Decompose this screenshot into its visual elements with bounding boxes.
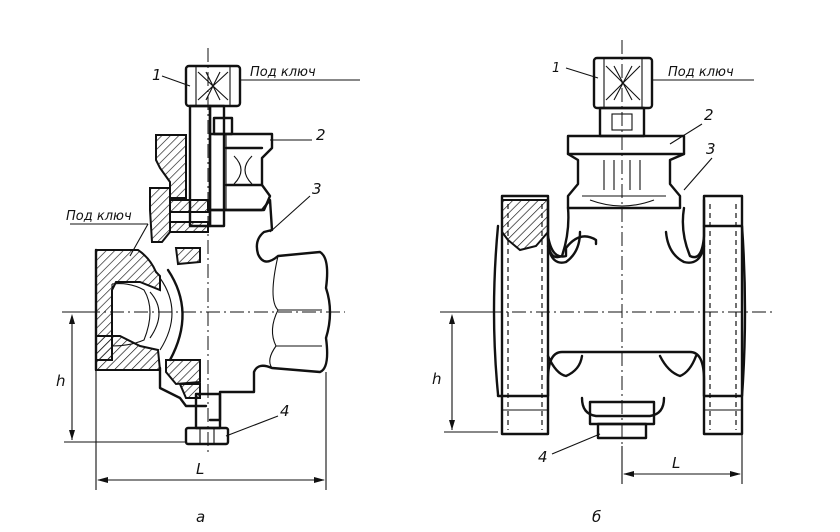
view-b-dimension-h [444, 311, 498, 433]
view-b-right-flange [702, 194, 744, 436]
view-a-label-2: 2 [316, 126, 326, 144]
view-a-dimension-L [95, 370, 327, 490]
view-a-label-L: L [196, 460, 204, 478]
view-b-dimension-L [621, 434, 743, 484]
view-a-label-wrench-top: Под ключ [250, 65, 316, 80]
view-a-dimension-h [64, 311, 186, 443]
view-a-label-1: 1 [152, 66, 162, 84]
view-b-top-nut [592, 56, 654, 138]
view-b-bottom-bolt [588, 400, 656, 440]
view-a-leaders [70, 75, 360, 437]
view-a-left-port-section [94, 248, 184, 372]
view-b-label-4: 4 [538, 448, 548, 466]
view-a-label-wrench-side: Под ключ [66, 209, 132, 224]
view-b-body [492, 198, 747, 418]
view-b-label-2: 2 [704, 106, 714, 124]
view-b-label-wrench-top: Под ключ [668, 65, 734, 80]
view-b-leaders [551, 67, 754, 455]
view-b: 1 Под ключ 2 3 4 h L б [432, 40, 772, 526]
view-b-left-flange [500, 194, 550, 436]
view-a-bonnet-section [149, 134, 209, 243]
view-a-bottom-bolt [184, 392, 230, 446]
view-a: 1 Под ключ 2 3 Под ключ 4 h L а [56, 48, 360, 526]
view-b-label-1: 1 [552, 61, 560, 76]
view-a-plug-section [158, 247, 208, 408]
view-b-label-3: 3 [706, 140, 716, 158]
view-a-label-h: h [56, 372, 66, 390]
view-b-caption: б [592, 508, 601, 526]
view-b-label-h: h [432, 370, 442, 388]
view-a-label-4: 4 [280, 402, 290, 420]
view-a-caption: а [196, 508, 205, 526]
view-a-body [208, 198, 332, 422]
view-a-label-3: 3 [312, 180, 322, 198]
view-b-gland-nut [566, 134, 686, 210]
view-a-gland-nut [208, 132, 274, 212]
view-a-top-nut [184, 64, 242, 108]
view-b-label-L: L [672, 454, 680, 472]
